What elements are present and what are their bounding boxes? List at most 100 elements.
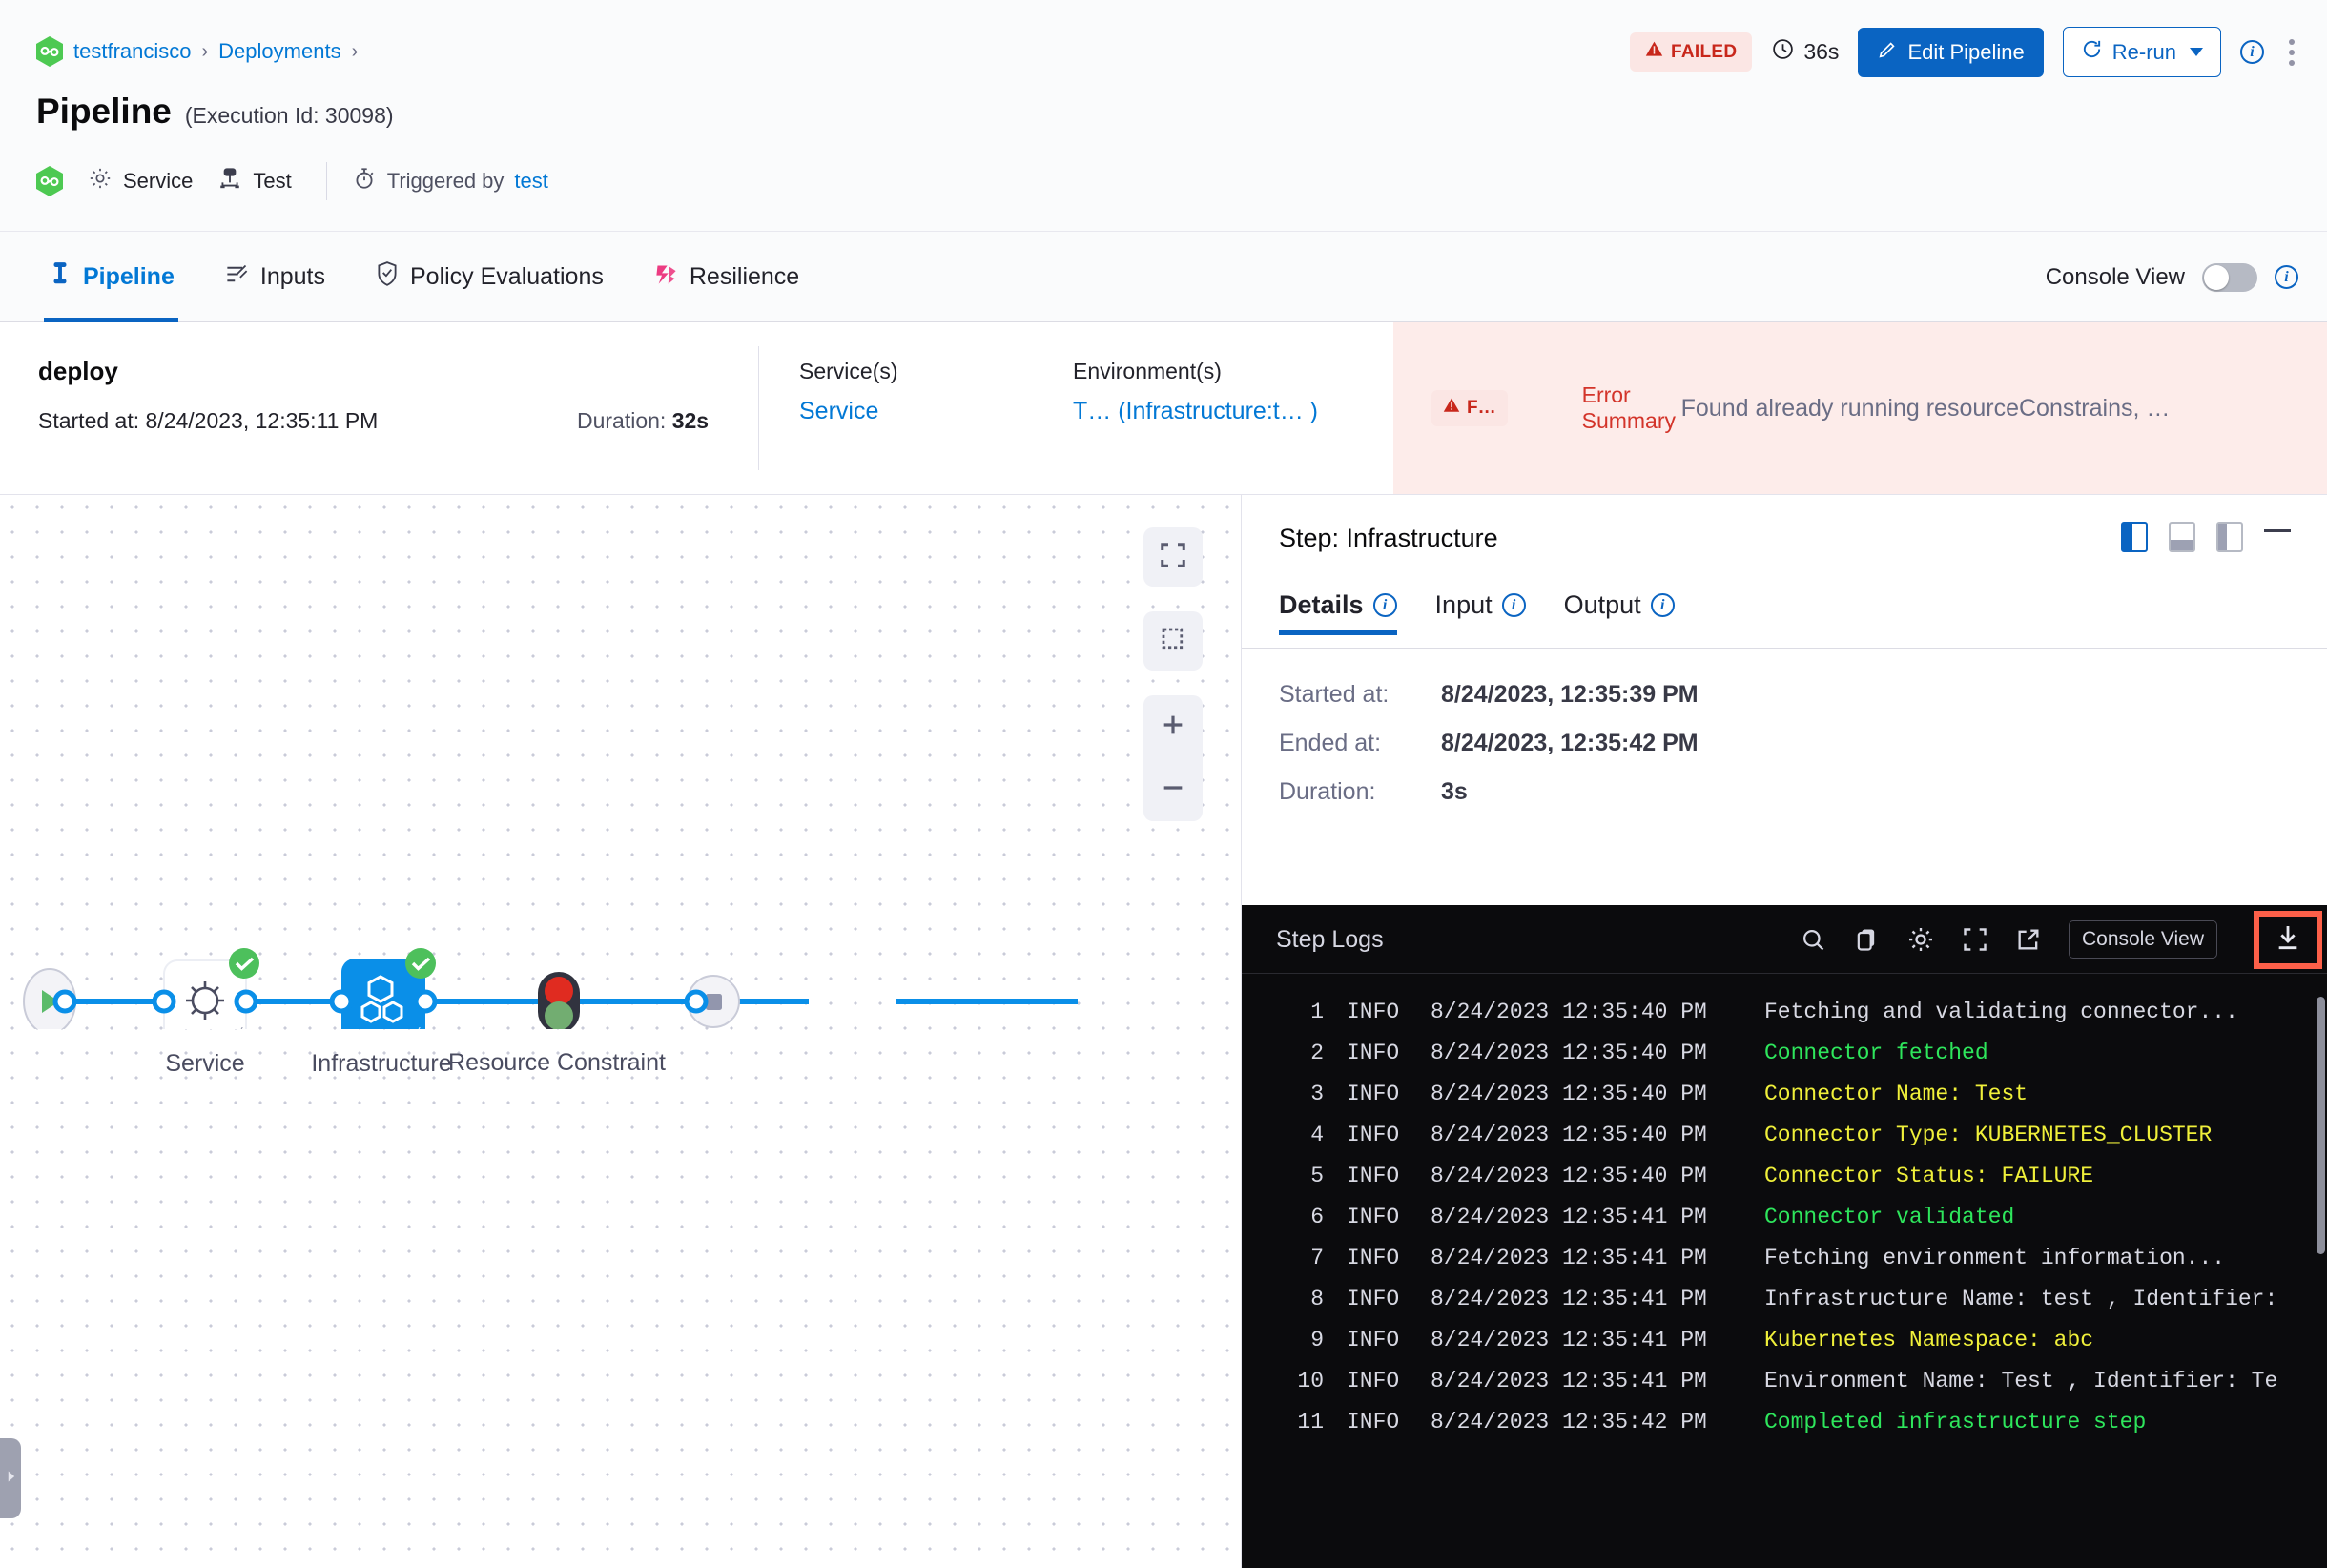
log-line: 4 INFO 8/24/2023 12:35:40 PM Connector T… [1242, 1114, 2327, 1155]
stage-name: deploy [38, 357, 118, 385]
input-info-icon[interactable]: i [1501, 593, 1526, 617]
tab-input-label: Input [1434, 590, 1493, 619]
tab-inputs[interactable]: Inputs [220, 232, 329, 322]
details-info-icon[interactable]: i [1372, 593, 1397, 617]
tab-resilience-label: Resilience [689, 263, 800, 290]
log-line-time: 8/24/2023 12:35:40 PM [1431, 1081, 1707, 1106]
log-line-number: 8 [1310, 1286, 1324, 1311]
log-line: 5 INFO 8/24/2023 12:35:40 PM Connector S… [1242, 1155, 2327, 1196]
step-details-list: Started at: 8/24/2023, 12:35:39 PM Ended… [1279, 681, 1699, 827]
log-line-number: 10 [1297, 1368, 1324, 1393]
log-lines[interactable]: 1 INFO 8/24/2023 12:35:40 PM Fetching an… [1242, 974, 2327, 1442]
node-label-infrastructure: Infrastructure [311, 1050, 452, 1077]
console-view-info-icon[interactable]: i [2275, 265, 2298, 289]
error-summary-message: Found already running resourceConstrains… [1680, 394, 2171, 422]
step-detail-tabs: Details i Input i Output i [1279, 590, 1675, 635]
breadcrumb-item-deployments[interactable]: Deployments [218, 39, 341, 63]
edit-pipeline-button[interactable]: Edit Pipeline [1858, 27, 2044, 77]
tab-input[interactable]: Input i [1435, 590, 1526, 635]
tab-pipeline[interactable]: Pipeline [44, 232, 178, 322]
tab-policy-evaluations[interactable]: Policy Evaluations [371, 232, 607, 322]
layout-right-panel-button[interactable] [2121, 522, 2148, 552]
tab-details-label: Details [1279, 590, 1364, 619]
tab-resilience[interactable]: Resilience [649, 232, 803, 322]
step-panel-header: Step: Infrastructure [1242, 495, 2327, 586]
log-line-number: 6 [1310, 1204, 1324, 1229]
triggered-by-user[interactable]: test [514, 169, 548, 193]
chevron-right-icon [6, 1469, 16, 1489]
log-line-message: Connector fetched [1764, 1040, 1988, 1065]
console-view-switch[interactable] [2202, 262, 2257, 292]
fullscreen-logs-button[interactable] [1962, 926, 1988, 953]
breadcrumb-item-org[interactable]: testfrancisco [73, 39, 192, 63]
stage-environments-column: Environment(s) T… (Infrastructure:t… ) [1073, 359, 1318, 425]
step-logs-toolbar: Step Logs [1242, 905, 2327, 974]
execution-id: (Execution Id: 30098) [184, 103, 394, 128]
log-line-message: Connector Name: Test [1764, 1081, 2028, 1106]
zoom-out-button[interactable] [1143, 758, 1203, 821]
log-line-time: 8/24/2023 12:35:42 PM [1431, 1409, 1707, 1434]
execution-tabbar: Pipeline Inputs Policy Evaluations [0, 232, 2327, 322]
log-line-level: INFO [1347, 1368, 1400, 1393]
logs-console-view-button[interactable]: Console View [2068, 920, 2217, 959]
status-badge-label: FAILED [1670, 41, 1738, 62]
stage-environments-header: Environment(s) [1073, 359, 1222, 383]
expand-drawer-handle[interactable] [0, 1438, 21, 1518]
log-line-level: INFO [1347, 1409, 1400, 1434]
stage-started-label: Started at: [38, 408, 140, 433]
logs-scrollbar[interactable] [2317, 997, 2325, 1254]
rerun-button[interactable]: Re-run [2062, 27, 2221, 77]
layout-side-panel-button[interactable] [2216, 522, 2243, 552]
open-logs-external-button[interactable] [2015, 926, 2042, 953]
stage-duration-value: 32s [671, 408, 710, 433]
kebab-menu-icon[interactable] [2283, 33, 2300, 72]
refresh-icon [2081, 38, 2103, 66]
minimize-panel-button[interactable] [2264, 528, 2291, 532]
selection-box-button[interactable] [1143, 611, 1203, 671]
log-settings-button[interactable] [1906, 925, 1935, 954]
stage-error-panel: F… Error Summary Found already running r… [1393, 322, 2327, 494]
node-label-service: Service [165, 1050, 245, 1077]
log-line-message: Completed infrastructure step [1764, 1409, 2147, 1434]
log-line-message: Connector Status: FAILURE [1764, 1163, 2094, 1188]
log-line: 8 INFO 8/24/2023 12:35:41 PM Infrastruct… [1242, 1278, 2327, 1319]
edit-pipeline-label: Edit Pipeline [1907, 39, 2025, 64]
tab-output[interactable]: Output i [1564, 590, 1675, 635]
detail-key-duration: Duration: [1279, 778, 1376, 805]
copy-logs-button[interactable] [1853, 926, 1880, 953]
plus-icon [1158, 710, 1188, 745]
log-line-message: Fetching environment information... [1764, 1245, 2226, 1270]
zoom-controls [1143, 695, 1203, 821]
header-actions: FAILED 36s Edit Pipeline [1629, 27, 2300, 77]
rerun-info-icon[interactable]: i [2240, 40, 2264, 64]
log-line: 10 INFO 8/24/2023 12:35:41 PM Environmen… [1242, 1360, 2327, 1401]
detail-row-ended: Ended at: 8/24/2023, 12:35:42 PM [1279, 730, 1699, 757]
toggle-knob [2204, 264, 2229, 290]
output-info-icon[interactable]: i [1650, 593, 1675, 617]
breadcrumb-chevron-icon-2: › [351, 40, 359, 62]
fit-to-screen-button[interactable] [1143, 527, 1203, 587]
zoom-in-button[interactable] [1143, 695, 1203, 758]
status-badge: FAILED [1629, 32, 1753, 72]
stage-services-value[interactable]: Service [799, 398, 879, 424]
log-line-number: 2 [1310, 1040, 1324, 1065]
node-label-resource-constraint: Resource Constraint [448, 1049, 666, 1076]
download-logs-button[interactable] [2254, 910, 2322, 969]
stage-started: Started at: 8/24/2023, 12:35:11 PM [38, 408, 378, 434]
console-view-label: Console View [2045, 263, 2185, 290]
layout-bottom-panel-button[interactable] [2169, 522, 2195, 552]
harness-logo-icon-small [36, 166, 63, 196]
log-line-level: INFO [1347, 999, 1400, 1024]
svg-text:</>: </> [229, 1026, 252, 1029]
log-line-time: 8/24/2023 12:35:41 PM [1431, 1286, 1707, 1311]
download-icon [2273, 922, 2303, 958]
log-line-number: 3 [1310, 1081, 1324, 1106]
log-line: 11 INFO 8/24/2023 12:35:42 PM Completed … [1242, 1401, 2327, 1442]
search-logs-button[interactable] [1800, 926, 1826, 953]
detail-value-started: 8/24/2023, 12:35:39 PM [1441, 681, 1699, 708]
expand-icon [1159, 541, 1187, 574]
log-line: 9 INFO 8/24/2023 12:35:41 PM Kubernetes … [1242, 1319, 2327, 1360]
pipeline-canvas[interactable]: </> </> Service Infrastructure Resource … [0, 495, 1241, 1568]
stage-environments-value[interactable]: T… (Infrastructure:t… ) [1073, 398, 1318, 424]
tab-details[interactable]: Details i [1279, 590, 1397, 635]
